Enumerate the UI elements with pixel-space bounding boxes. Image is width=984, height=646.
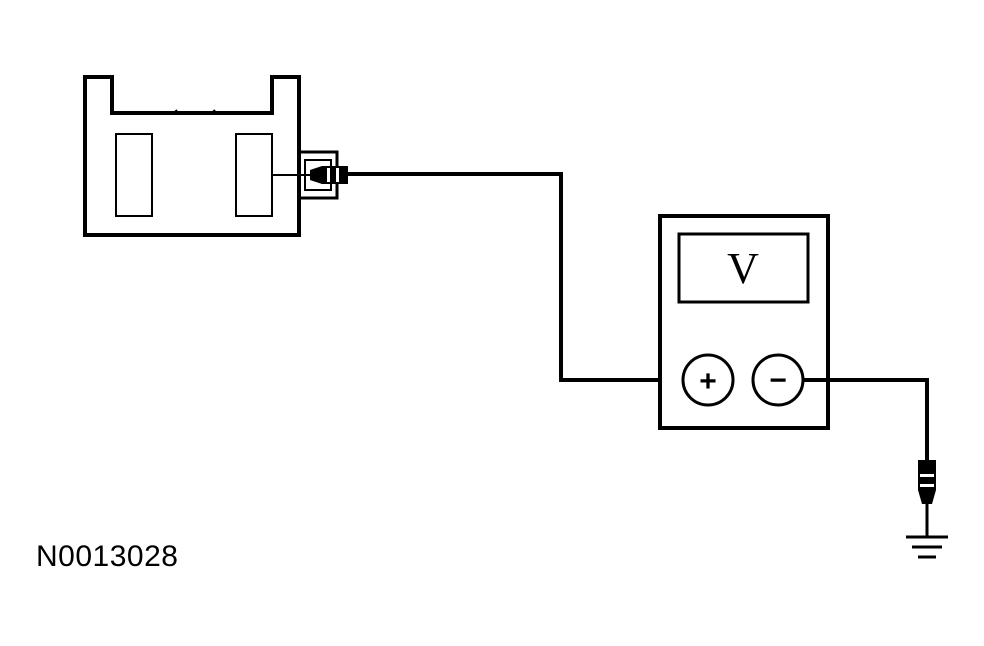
housing-tick [211, 109, 216, 114]
positive-terminal-symbol: + [699, 365, 717, 398]
negative-probe-tip [918, 460, 936, 536]
negative-terminal-symbol: − [769, 364, 787, 397]
voltmeter-display-symbol: V [727, 244, 759, 293]
probe-tip-band [920, 474, 934, 477]
positive-terminal [681, 353, 735, 407]
figure-reference-id: N0013028 [36, 540, 179, 573]
component-housing [83, 75, 301, 237]
probe-tip-band [327, 168, 330, 182]
probe-tip-band [920, 484, 934, 487]
positive-probe-tip [310, 166, 348, 184]
housing-slot-right [235, 133, 273, 217]
negative-lead-wire [803, 378, 929, 462]
voltmeter-display [677, 232, 810, 304]
housing-outline [83, 75, 301, 237]
housing-tick [173, 109, 178, 114]
probe-tip-band [336, 168, 339, 182]
positive-lead-wire [348, 172, 683, 382]
probe-tip-body [918, 460, 936, 504]
voltmeter: V + − [658, 214, 830, 430]
ground-symbol [906, 535, 948, 559]
housing-slot-left [115, 133, 153, 217]
